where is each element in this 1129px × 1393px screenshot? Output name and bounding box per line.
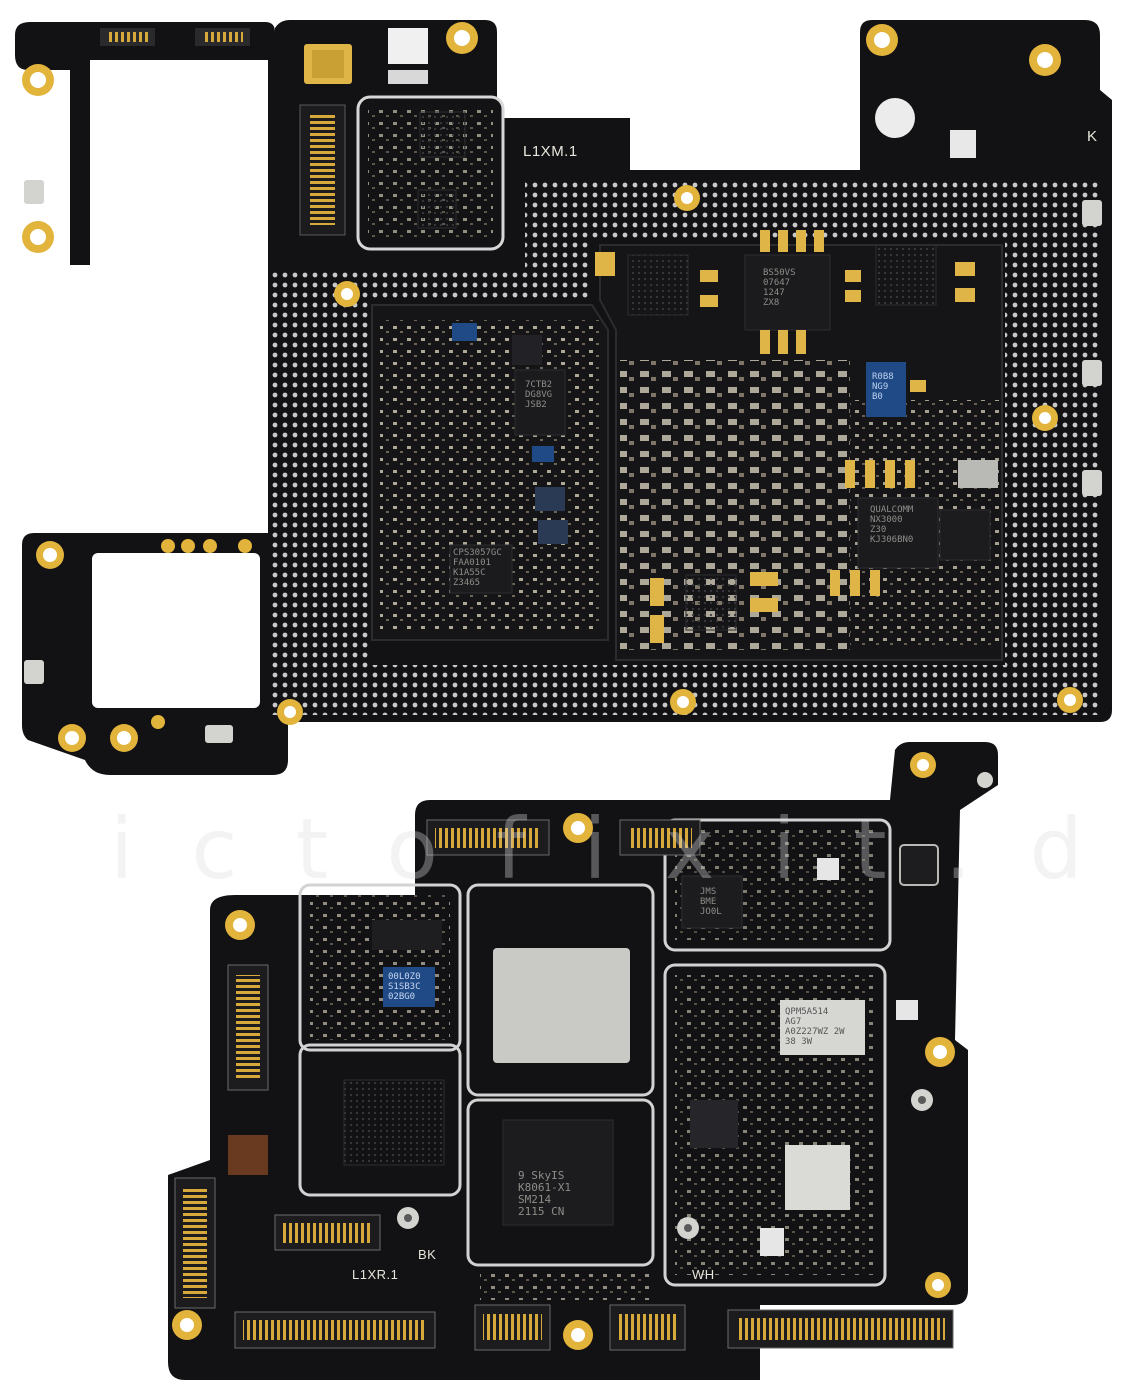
metal-module	[785, 1145, 850, 1210]
sub-board	[168, 742, 998, 1380]
main-board	[15, 20, 1112, 775]
metal-shield-chip	[493, 948, 630, 1063]
blue-small-marking: 00L0Z0 S1SB3C 02BG0	[388, 972, 421, 1002]
pmic-top-marking: BS50VS 07647 1247 ZX8	[763, 268, 796, 308]
sub-board-bk-label: BK	[418, 1247, 437, 1262]
main-board-corner-label: K	[1087, 128, 1098, 145]
chip-qcc	[514, 369, 566, 436]
transceiver-chip	[343, 1079, 445, 1166]
sub-board-wh-label: WH	[692, 1267, 715, 1282]
main-board-cutout-top	[90, 60, 268, 265]
skyworks-chip	[502, 1119, 614, 1226]
memory-small-chip	[681, 875, 743, 929]
watermark-text: ictofixit.de	[110, 800, 1129, 898]
chip-qcc-marking: 7CTB2 DG8VG JSB2	[525, 380, 553, 410]
blue-small-chip	[383, 967, 435, 1007]
main-board-id-label: L1XM.1	[523, 143, 578, 160]
qorvo-chip	[780, 1000, 865, 1055]
qualcomm-pmic	[857, 497, 939, 569]
cps-chip-marking: CPS3057GC FAA0101 K1A55C Z3465	[453, 548, 502, 588]
skyworks-marking: 9 SkyIS K8061-X1 SM214 2115 CN	[518, 1169, 571, 1218]
pmic-top	[744, 254, 831, 331]
main-board-cutout-camera	[92, 553, 260, 708]
blue-chip	[866, 362, 906, 417]
cps-chip	[449, 544, 513, 594]
sub-shield-outlines	[298, 818, 892, 1287]
qorvo-marking: QPM5A514 AG7 A0Z227WZ 2W 38 3W	[785, 1007, 845, 1047]
datamatrix-code	[228, 1135, 268, 1175]
memory-small-marking: JMS BME JO0L	[700, 887, 722, 917]
sub-board-id-label: L1XR.1	[352, 1267, 399, 1282]
qualcomm-pmic-marking: QUALCOMM NX3000 Z30 KJ306BN0	[870, 505, 914, 545]
blue-chip-marking: R0B8 NG9 B0	[872, 372, 894, 402]
